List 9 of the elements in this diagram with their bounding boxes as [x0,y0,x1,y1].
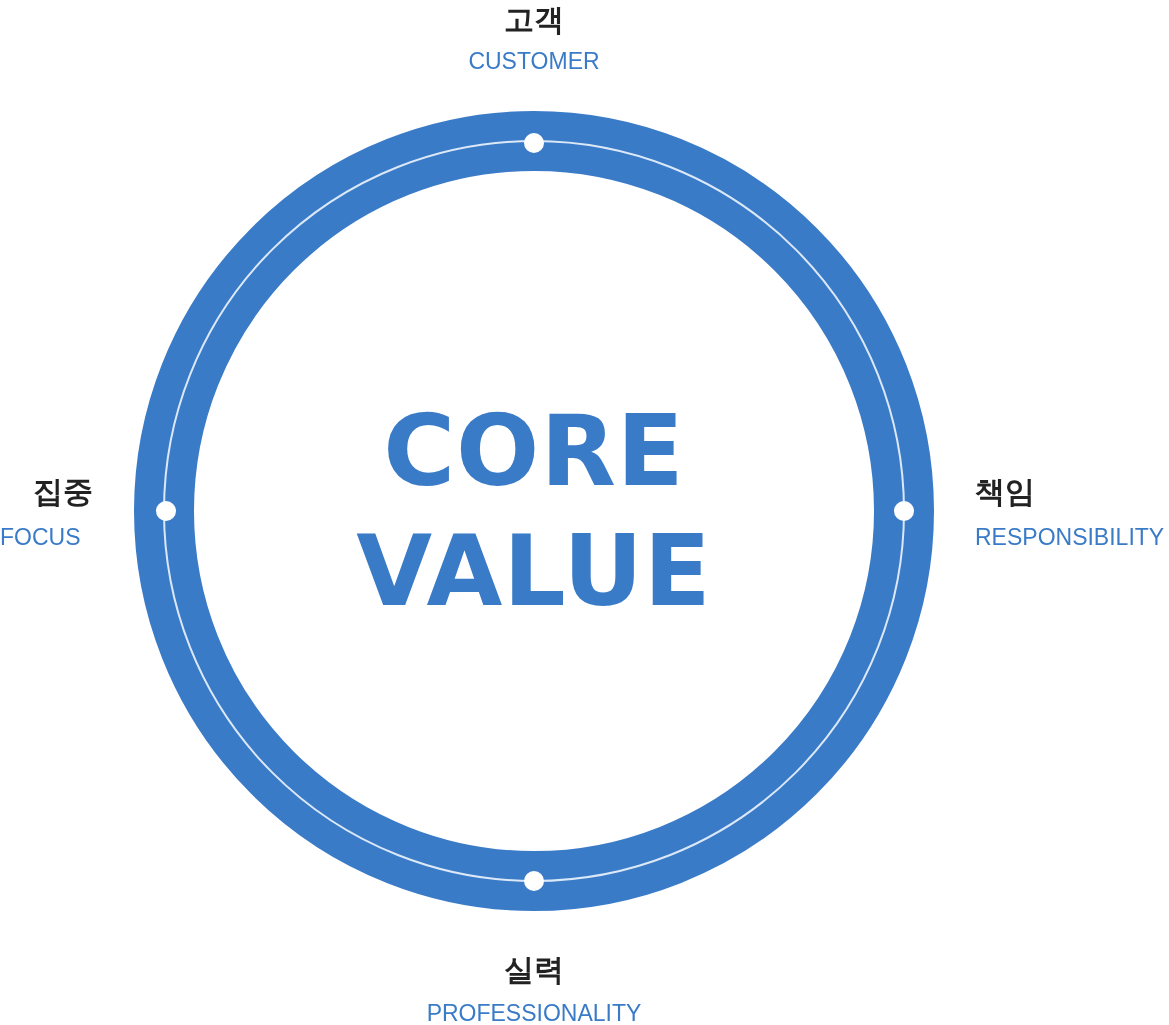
value-name: 실력 [504,951,564,989]
value-name: 집중 [33,473,93,511]
value-subtitle: FOCUS [0,524,81,551]
heading-text: CORE VALUE [355,393,713,630]
value-name: 책임 [975,473,1035,511]
value-subtitle: PROFESSIONALITY [426,1000,642,1025]
value-name: 고객 [504,1,564,39]
value-subtitle: RESPONSIBILITY [975,524,1165,551]
value-subtitle: CUSTOMER [468,48,600,75]
